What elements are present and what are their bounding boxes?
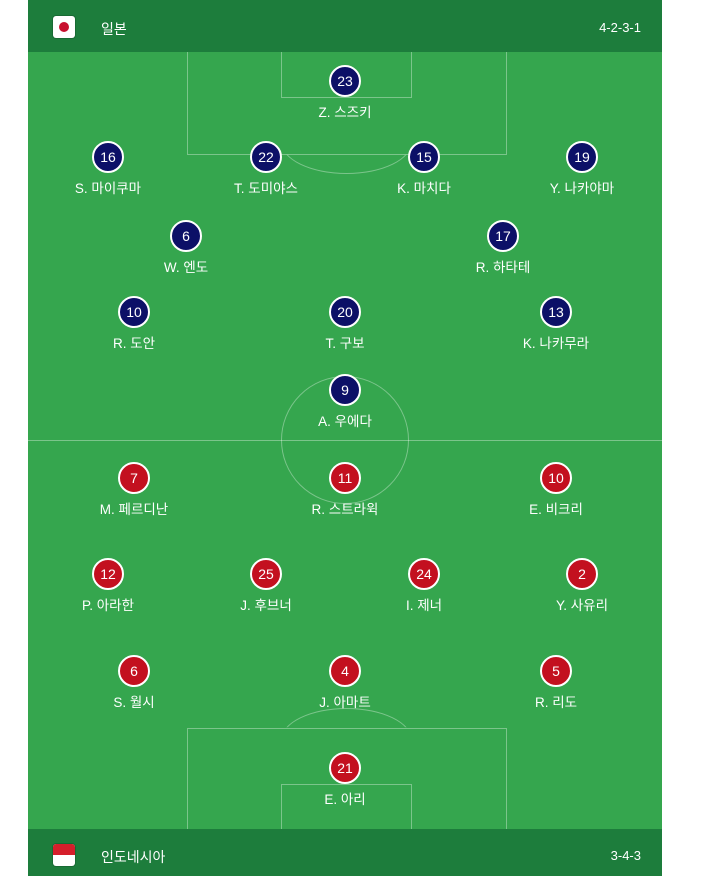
away-player-midfielder[interactable]: 2 Y. 사유리 bbox=[512, 558, 652, 614]
shirt-number: 13 bbox=[540, 296, 572, 328]
left-margin bbox=[0, 0, 28, 876]
player-name: E. 비크리 bbox=[529, 502, 583, 517]
player-name: W. 엔도 bbox=[163, 260, 209, 275]
player-name: K. 나카무라 bbox=[522, 336, 590, 351]
shirt-number: 20 bbox=[329, 296, 361, 328]
shirt-number: 9 bbox=[329, 374, 361, 406]
shirt-number: 11 bbox=[329, 462, 361, 494]
shirt-number: 2 bbox=[566, 558, 598, 590]
shirt-number: 10 bbox=[540, 462, 572, 494]
shirt-number: 19 bbox=[566, 141, 598, 173]
away-formation: 3-4-3 bbox=[610, 848, 641, 863]
player-name: R. 리도 bbox=[534, 695, 578, 710]
player-name: J. 아마트 bbox=[319, 695, 371, 710]
top-penalty-area bbox=[187, 52, 507, 155]
home-player-attacking-midfielder[interactable]: 10 R. 도안 bbox=[64, 296, 204, 352]
player-name: M. 페르디난 bbox=[99, 502, 169, 517]
shirt-number: 6 bbox=[170, 220, 202, 252]
shirt-number: 17 bbox=[487, 220, 519, 252]
shirt-number: 24 bbox=[408, 558, 440, 590]
player-name: Y. 나카야마 bbox=[549, 181, 615, 196]
top-goal-area bbox=[281, 52, 412, 98]
away-player-defender[interactable]: 4 J. 아마트 bbox=[275, 655, 415, 711]
away-player-defender[interactable]: 6 S. 월시 bbox=[64, 655, 204, 711]
home-player-attacking-midfielder[interactable]: 20 T. 구보 bbox=[275, 296, 415, 352]
away-player-defender[interactable]: 5 R. 리도 bbox=[486, 655, 626, 711]
away-player-forward[interactable]: 10 E. 비크리 bbox=[486, 462, 626, 518]
home-player-defender[interactable]: 15 K. 마치다 bbox=[354, 141, 494, 197]
shirt-number: 16 bbox=[92, 141, 124, 173]
player-name: I. 제너 bbox=[405, 598, 443, 613]
home-player-attacking-midfielder[interactable]: 13 K. 나카무라 bbox=[486, 296, 626, 352]
player-name: T. 도미야스 bbox=[234, 181, 298, 196]
home-player-defender[interactable]: 19 Y. 나카야마 bbox=[512, 141, 652, 197]
player-name: Y. 사유리 bbox=[555, 598, 609, 613]
away-team-header: 인도네시아 3-4-3 bbox=[28, 829, 662, 876]
player-name: J. 후브너 bbox=[240, 598, 292, 613]
indonesia-flag-icon bbox=[53, 844, 75, 866]
home-player-defender[interactable]: 16 S. 마이쿠마 bbox=[38, 141, 178, 197]
player-name: T. 구보 bbox=[325, 336, 365, 351]
bottom-penalty-area bbox=[187, 728, 507, 829]
shirt-number: 25 bbox=[250, 558, 282, 590]
lineup-card: 일본 4-2-3-1 23 Z. 스즈키 16 S. 마이쿠마 22 T. 도미… bbox=[28, 0, 662, 876]
home-team-header: 일본 4-2-3-1 bbox=[28, 0, 662, 52]
shirt-number: 4 bbox=[329, 655, 361, 687]
shirt-number: 6 bbox=[118, 655, 150, 687]
pitch: 23 Z. 스즈키 16 S. 마이쿠마 22 T. 도미야스 15 K. 마치… bbox=[28, 52, 662, 829]
home-player-midfielder[interactable]: 17 R. 하타테 bbox=[433, 220, 573, 276]
home-player-goalkeeper[interactable]: 23 Z. 스즈키 bbox=[275, 65, 415, 121]
player-name: R. 도안 bbox=[112, 336, 156, 351]
shirt-number: 15 bbox=[408, 141, 440, 173]
shirt-number: 12 bbox=[92, 558, 124, 590]
away-player-midfielder[interactable]: 12 P. 아라한 bbox=[38, 558, 178, 614]
shirt-number: 21 bbox=[329, 752, 361, 784]
shirt-number: 22 bbox=[250, 141, 282, 173]
shirt-number: 23 bbox=[329, 65, 361, 97]
shirt-number: 7 bbox=[118, 462, 150, 494]
bottom-goal-area bbox=[281, 784, 412, 829]
home-player-midfielder[interactable]: 6 W. 엔도 bbox=[116, 220, 256, 276]
home-team-name: 일본 bbox=[101, 21, 127, 37]
shirt-number: 10 bbox=[118, 296, 150, 328]
away-player-forward[interactable]: 11 R. 스트라윅 bbox=[275, 462, 415, 518]
player-name: A. 우에다 bbox=[318, 414, 372, 429]
away-team-name: 인도네시아 bbox=[101, 849, 166, 865]
player-name: S. 월시 bbox=[113, 695, 155, 710]
home-player-forward[interactable]: 9 A. 우에다 bbox=[275, 374, 415, 430]
shirt-number: 5 bbox=[540, 655, 572, 687]
away-player-midfielder[interactable]: 25 J. 후브너 bbox=[196, 558, 336, 614]
player-name: E. 아리 bbox=[324, 792, 366, 807]
away-player-goalkeeper[interactable]: 21 E. 아리 bbox=[275, 752, 415, 808]
home-player-defender[interactable]: 22 T. 도미야스 bbox=[196, 141, 336, 197]
away-player-midfielder[interactable]: 24 I. 제너 bbox=[354, 558, 494, 614]
player-name: R. 하타테 bbox=[475, 260, 531, 275]
player-name: P. 아라한 bbox=[81, 598, 135, 613]
player-name: R. 스트라윅 bbox=[311, 502, 379, 517]
japan-flag-icon bbox=[53, 16, 75, 38]
player-name: K. 마치다 bbox=[397, 181, 451, 196]
away-player-forward[interactable]: 7 M. 페르디난 bbox=[64, 462, 204, 518]
player-name: Z. 스즈키 bbox=[318, 105, 372, 120]
player-name: S. 마이쿠마 bbox=[74, 181, 142, 196]
home-formation: 4-2-3-1 bbox=[599, 20, 641, 35]
